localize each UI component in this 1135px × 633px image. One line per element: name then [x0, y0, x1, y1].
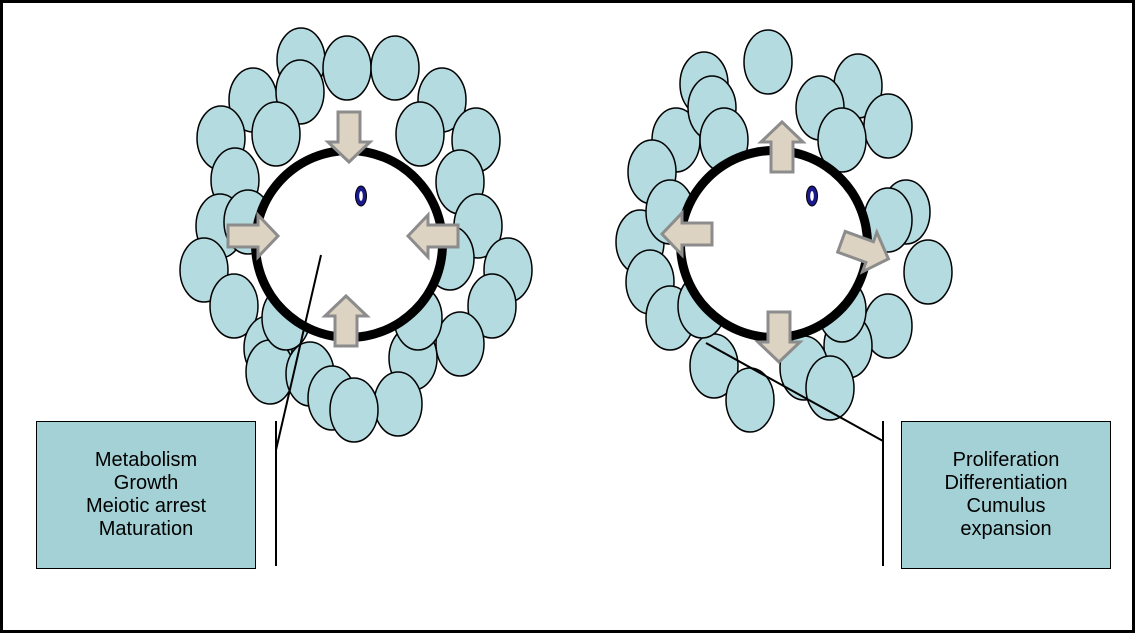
cumulus-functions-box: Proliferation Differentiation Cumulus ex…	[901, 421, 1111, 569]
oocyte-function-growth: Growth	[114, 472, 178, 495]
left-cumulus-oocyte-complex	[180, 28, 532, 442]
cumulus-cell	[904, 240, 952, 304]
cumulus-cell	[436, 312, 484, 376]
oocyte-function-meiotic-arrest: Meiotic arrest	[86, 495, 206, 518]
cumulus-function-differentiation: Differentiation	[944, 472, 1067, 495]
cumulus-function-cumulus: Cumulus	[967, 495, 1046, 518]
nucleolus	[810, 191, 814, 201]
cumulus-cell	[252, 102, 300, 166]
oocyte-functions-box: Metabolism Growth Meiotic arrest Maturat…	[36, 421, 256, 569]
cumulus-cell	[330, 378, 378, 442]
cumulus-cell	[396, 102, 444, 166]
cumulus-cell	[374, 372, 422, 436]
cumulus-cell	[371, 36, 419, 100]
cumulus-cell	[323, 36, 371, 100]
cumulus-cell	[864, 94, 912, 158]
cumulus-cell	[806, 356, 854, 420]
cumulus-cell	[744, 30, 792, 94]
cumulus-function-proliferation: Proliferation	[953, 449, 1060, 472]
oocyte-function-metabolism: Metabolism	[95, 449, 197, 472]
nucleolus	[359, 191, 363, 201]
right-cumulus-oocyte-complex	[616, 30, 952, 432]
cumulus-function-expansion: expansion	[960, 518, 1051, 541]
oocyte-function-maturation: Maturation	[99, 518, 194, 541]
